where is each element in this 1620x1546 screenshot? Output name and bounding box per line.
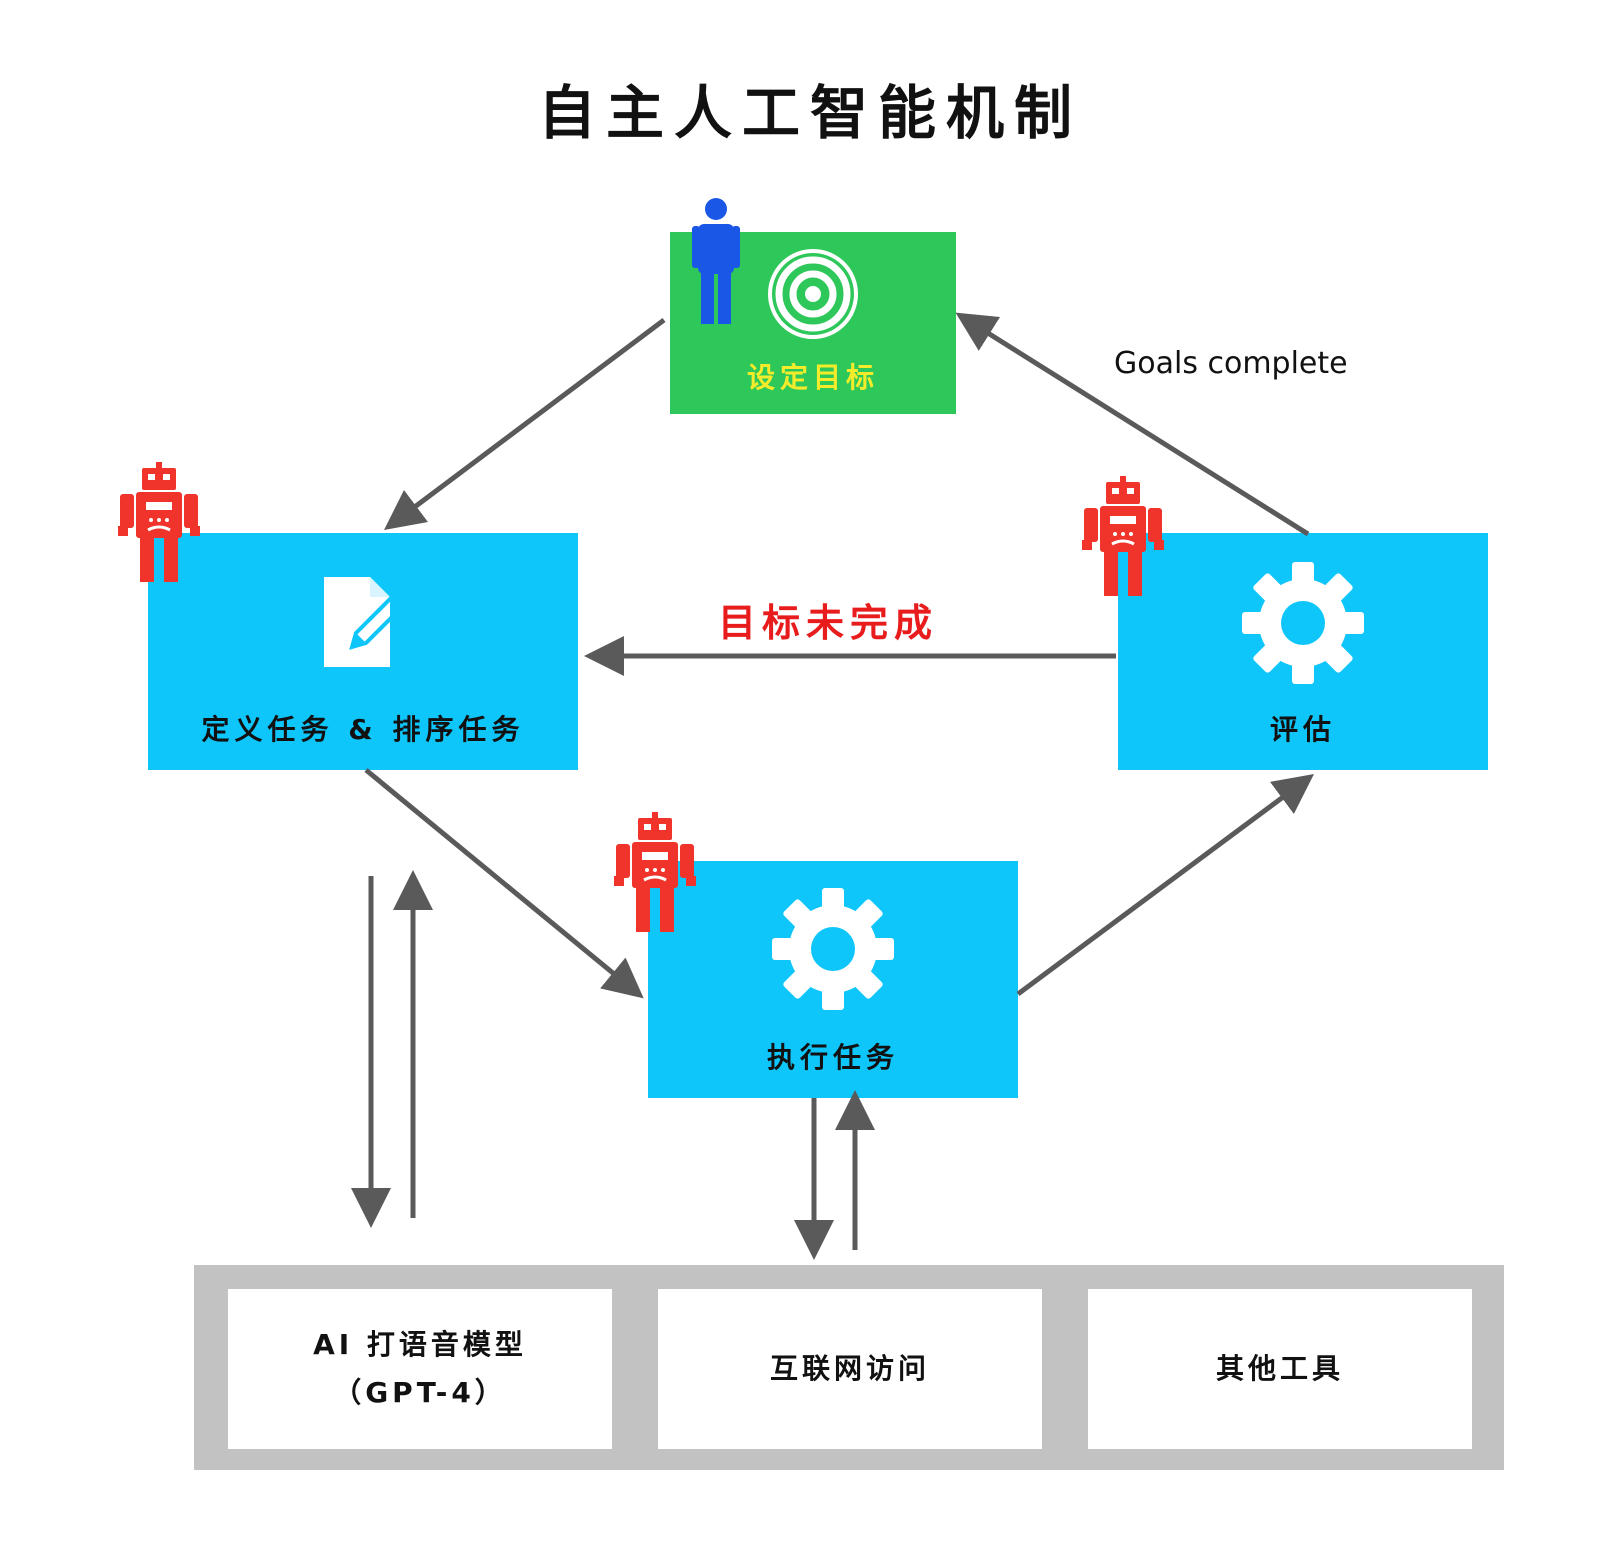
- arrow-evaluate-to-goal: [955, 312, 1310, 537]
- goal-label: 设定目标: [746, 361, 879, 394]
- ai-model-sublabel: （GPT-4）: [333, 1376, 507, 1409]
- robot-icon: [1082, 476, 1164, 596]
- target-icon: [768, 249, 858, 339]
- arrow-execute-to-evaluate: [1016, 774, 1315, 997]
- goals-complete-label: Goals complete: [1114, 346, 1348, 381]
- execute-tasks-node: 执行任务: [648, 861, 1018, 1098]
- tools-panel: AI 打语音模型 （GPT-4） 互联网访问 其他工具: [194, 1265, 1504, 1470]
- goal-not-complete-label: 目标未完成: [718, 601, 939, 645]
- ai-model-label: AI 打语音模型: [313, 1328, 527, 1361]
- define-tasks-node: 定义任务 & 排序任务: [148, 533, 578, 770]
- execute-tasks-label: 执行任务: [766, 1041, 899, 1074]
- gear-icon: [772, 888, 894, 1010]
- gear-icon: [1242, 562, 1364, 684]
- robot-icon: [118, 462, 200, 582]
- person-icon: [692, 198, 740, 324]
- robot-icon: [614, 812, 696, 932]
- arrow-goal-to-define: [384, 318, 666, 530]
- other-tools-tool: 其他工具: [1088, 1289, 1472, 1449]
- ai-model-tool: AI 打语音模型 （GPT-4）: [228, 1289, 612, 1449]
- internet-access-label: 互联网访问: [769, 1352, 930, 1385]
- internet-access-tool: 互联网访问: [658, 1289, 1042, 1449]
- define-tasks-label: 定义任务 & 排序任务: [201, 713, 525, 746]
- evaluate-label: 评估: [1269, 713, 1336, 746]
- arrow-define-to-execute: [364, 768, 644, 999]
- other-tools-label: 其他工具: [1215, 1352, 1344, 1385]
- evaluate-node: 评估: [1118, 533, 1488, 770]
- document-edit-icon: [324, 577, 405, 667]
- page-title: 自主人工智能机制: [537, 79, 1082, 147]
